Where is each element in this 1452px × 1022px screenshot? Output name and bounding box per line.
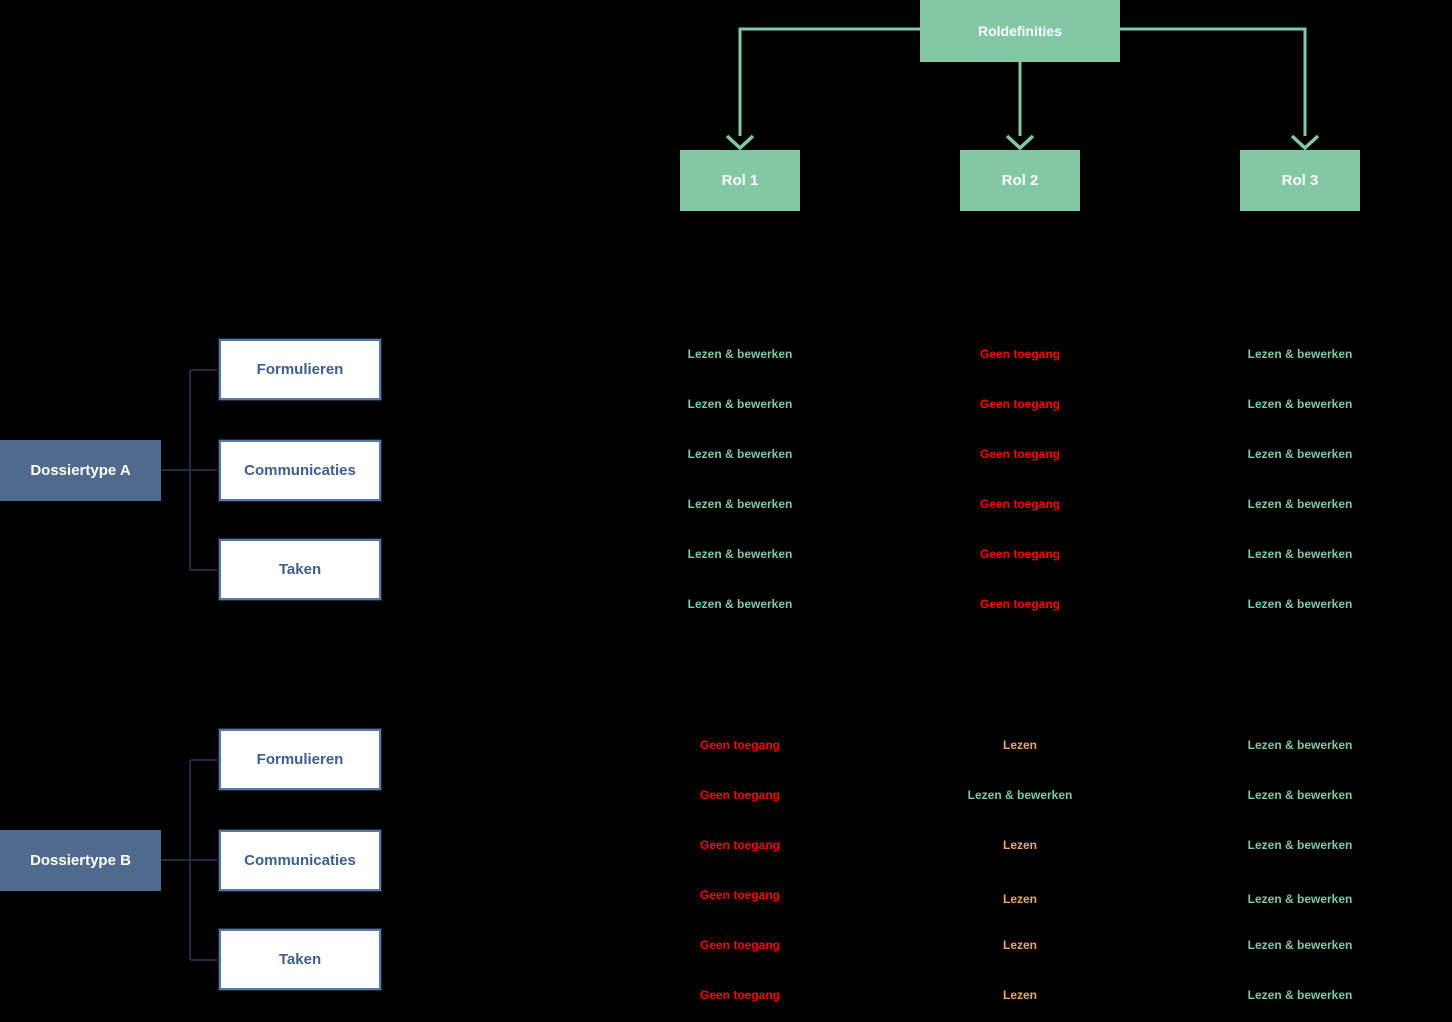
permission-cell: Geen toegang: [979, 497, 1060, 511]
arrowhead-rol1: [725, 134, 755, 151]
role-node-label: Rol 1: [721, 172, 759, 189]
permission-cell: Lezen: [1002, 738, 1037, 752]
permission-cell: Lezen & bewerken: [1247, 547, 1353, 561]
role-node-rol-1: Rol 1: [680, 150, 800, 211]
permission-cell: Geen toegang: [699, 988, 780, 1002]
category-node-communicaties-a: Communicaties: [219, 440, 381, 501]
permission-cell: Lezen: [1002, 988, 1037, 1002]
section-node-dossiertype-a: Dossiertype A: [0, 440, 161, 501]
category-node-taken-b: Taken: [219, 929, 381, 990]
permission-cell: Lezen & bewerken: [1247, 838, 1353, 852]
category-node-label: Taken: [278, 561, 322, 578]
permission-cell: Lezen & bewerken: [1247, 938, 1353, 952]
permission-cell: Lezen & bewerken: [687, 397, 793, 411]
permission-cell: Lezen & bewerken: [1247, 397, 1353, 411]
permission-cell: Lezen & bewerken: [687, 597, 793, 611]
arrowhead-rol2: [1005, 134, 1035, 151]
permission-cell: Lezen & bewerken: [687, 347, 793, 361]
permission-cell: Geen toegang: [979, 447, 1060, 461]
category-node-label: Communicaties: [244, 852, 356, 869]
permission-cell: Lezen & bewerken: [1247, 597, 1353, 611]
section-node-label: Dossiertype B: [30, 852, 131, 869]
permission-cell: Lezen & bewerken: [687, 547, 793, 561]
category-node-taken-a: Taken: [219, 539, 381, 600]
category-node-label: Formulieren: [256, 361, 344, 378]
permission-cell: Lezen & bewerken: [687, 497, 793, 511]
permission-cell: Geen toegang: [979, 597, 1060, 611]
permission-cell: Lezen & bewerken: [1247, 347, 1353, 361]
permission-cell: Lezen & bewerken: [967, 788, 1073, 802]
role-node-rol-2: Rol 2: [960, 150, 1080, 211]
category-node-communicaties-b: Communicaties: [219, 830, 381, 891]
permission-cell: Lezen & bewerken: [1247, 988, 1353, 1002]
permission-cell: Lezen & bewerken: [1247, 892, 1353, 906]
category-node-formulieren-a: Formulieren: [219, 339, 381, 400]
root-node-roldefinities: Roldefinities: [920, 0, 1120, 62]
connector-root-to-rol3: [1120, 27, 1307, 136]
permission-cell: Lezen & bewerken: [1247, 497, 1353, 511]
connector-dossiertype-b: [161, 759, 217, 961]
permission-cell: Lezen & bewerken: [1247, 788, 1353, 802]
connector-dossiertype-a: [161, 369, 217, 571]
section-node-label: Dossiertype A: [30, 462, 131, 479]
permission-cell: Geen toegang: [699, 788, 780, 802]
permission-cell: Lezen & bewerken: [1247, 738, 1353, 752]
root-node-label: Roldefinities: [977, 23, 1062, 39]
permission-cell: Geen toegang: [699, 888, 780, 902]
category-node-label: Communicaties: [244, 462, 356, 479]
arrowhead-rol3: [1290, 134, 1320, 151]
permission-cell: Lezen: [1002, 938, 1037, 952]
section-node-dossiertype-b: Dossiertype B: [0, 830, 161, 891]
role-node-rol-3: Rol 3: [1240, 150, 1360, 211]
connector-root-to-rol1: [738, 27, 920, 136]
permission-cell: Geen toegang: [979, 347, 1060, 361]
permission-cell: Geen toegang: [699, 738, 780, 752]
category-node-formulieren-b: Formulieren: [219, 729, 381, 790]
category-node-label: Formulieren: [256, 751, 344, 768]
permission-cell: Geen toegang: [979, 547, 1060, 561]
permission-cell: Lezen: [1002, 838, 1037, 852]
permission-cell: Geen toegang: [699, 838, 780, 852]
permission-cell: Lezen & bewerken: [1247, 447, 1353, 461]
category-node-label: Taken: [278, 951, 322, 968]
permission-cell: Geen toegang: [699, 938, 780, 952]
permission-cell: Lezen & bewerken: [687, 447, 793, 461]
permission-cell: Lezen: [1002, 892, 1037, 906]
permission-cell: Geen toegang: [979, 397, 1060, 411]
role-node-label: Rol 2: [1001, 172, 1039, 189]
role-node-label: Rol 3: [1281, 172, 1319, 189]
